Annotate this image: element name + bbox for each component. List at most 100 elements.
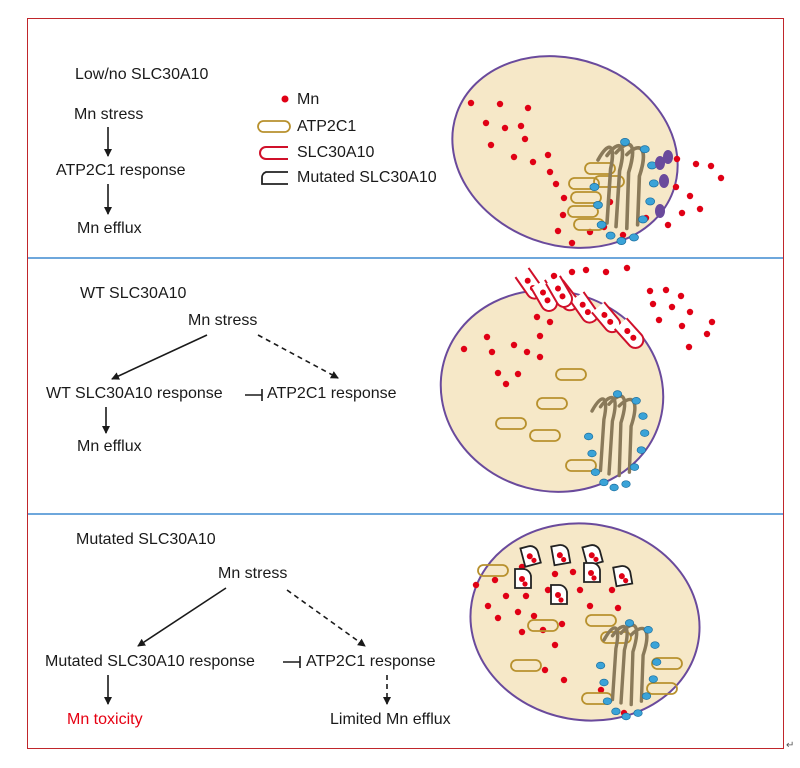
p2-arrow-stress-atp xyxy=(257,334,339,379)
mn-dot xyxy=(703,330,711,338)
mn-dot xyxy=(483,333,491,341)
mn-dot xyxy=(560,676,568,684)
mn-dot xyxy=(568,239,576,247)
golgi-vesicle xyxy=(616,237,627,245)
mn-dot xyxy=(533,313,541,321)
mn-dot xyxy=(514,370,522,378)
mn-dot xyxy=(544,586,552,594)
mn-dot xyxy=(696,205,704,213)
golgi-vesicle xyxy=(611,707,621,716)
golgi-apparatus xyxy=(596,619,662,721)
panel-1-outcome: Mn efflux xyxy=(77,220,142,237)
mn-dot xyxy=(522,581,528,587)
mn-dot xyxy=(678,322,686,330)
mn-dot xyxy=(501,124,509,132)
mn-dot xyxy=(649,300,657,308)
mn-dot xyxy=(484,602,492,610)
mn-dot xyxy=(569,568,577,576)
legend-slc30a10-icon xyxy=(259,146,288,160)
golgi-cisterna xyxy=(614,142,635,231)
golgi-vesicle xyxy=(639,145,650,154)
golgi-vesicle xyxy=(629,233,639,242)
mn-dot xyxy=(588,570,594,576)
mn-dot xyxy=(494,369,502,377)
atp2c1-transporter xyxy=(495,417,527,430)
mn-dot xyxy=(673,155,681,163)
mn-dot xyxy=(692,160,700,168)
mn-dot xyxy=(488,348,496,356)
legend-mn-icon xyxy=(281,95,289,103)
mn-dot xyxy=(521,135,529,143)
slc30a10-transporter xyxy=(613,317,645,349)
panel-3-title: Mutated SLC30A10 xyxy=(76,531,216,548)
mn-dot xyxy=(586,602,594,610)
legend-atp2c1-label: ATP2C1 xyxy=(297,118,357,135)
mn-dot xyxy=(517,122,525,130)
mn-dot xyxy=(551,641,559,649)
golgi-vesicle xyxy=(621,480,631,488)
mn-dot xyxy=(597,686,605,694)
golgi-vesicle xyxy=(596,220,607,229)
mn-dot xyxy=(677,292,685,300)
atp2c1-transporter xyxy=(555,368,587,381)
mn-dot xyxy=(496,100,504,108)
mn-dot xyxy=(584,309,591,316)
golgi-vesicle xyxy=(631,397,641,405)
mn-dot xyxy=(672,183,680,191)
mn-dot xyxy=(646,287,654,295)
slc30a10-transporter xyxy=(545,275,573,308)
mn-dot xyxy=(662,286,670,294)
mn-dot xyxy=(608,586,616,594)
atp2c1-transporter xyxy=(570,191,602,204)
panel-divider-2 xyxy=(28,513,783,515)
mn-dot xyxy=(550,272,558,280)
cell-2 xyxy=(439,289,665,493)
mn-dot xyxy=(558,620,566,628)
golgi-vesicle xyxy=(624,619,635,627)
mutated-slc30a10 xyxy=(514,568,532,589)
mn-dot xyxy=(579,301,586,308)
mn-dot xyxy=(561,556,567,563)
mn-dot xyxy=(536,353,544,361)
golgi-vesicle xyxy=(638,412,648,420)
mutated-slc30a10 xyxy=(583,562,601,583)
golgi-vesicle xyxy=(602,697,612,705)
mn-dot xyxy=(708,318,716,326)
mn-dot xyxy=(601,311,608,318)
atp2c1-transporter xyxy=(477,564,509,577)
mutated-slc30a10 xyxy=(550,544,572,567)
atp2c1-transporter xyxy=(567,205,599,218)
mutated-slc30a10 xyxy=(612,565,634,588)
p2-arrow-stress-wt xyxy=(111,334,208,380)
golgi-vesicle xyxy=(648,179,659,188)
legend-atp2c1-icon xyxy=(257,120,291,133)
panel-3-stress: Mn stress xyxy=(218,565,288,582)
mn-dot xyxy=(524,277,531,284)
legend-mn-label: Mn xyxy=(297,91,320,108)
mn-dot xyxy=(618,573,625,580)
golgi-cisterna xyxy=(619,623,639,707)
mn-dot xyxy=(588,552,595,559)
mn-dot xyxy=(531,557,537,563)
mn-dot xyxy=(518,628,526,636)
mn-dot xyxy=(668,303,676,311)
mn-dot xyxy=(555,285,561,292)
atp2c1-transporter xyxy=(527,619,559,632)
mn-dot xyxy=(467,99,475,107)
mn-dot xyxy=(707,162,715,170)
atp2c1-transporter xyxy=(584,162,616,175)
mn-dot xyxy=(510,341,518,349)
panel-3-response-left: Mutated SLC30A10 response xyxy=(45,653,255,670)
mn-dot xyxy=(560,194,568,202)
mn-dot xyxy=(568,268,576,276)
mn-dot xyxy=(602,268,610,276)
mn-dot xyxy=(630,334,637,341)
mn-dot xyxy=(472,581,480,589)
mn-dot xyxy=(555,592,561,598)
atp2c1-transporter xyxy=(536,397,568,410)
legend-mutated-icon xyxy=(261,171,288,185)
golgi-vesicle xyxy=(621,712,631,721)
mn-dot xyxy=(523,348,531,356)
mn-dot xyxy=(544,151,552,159)
